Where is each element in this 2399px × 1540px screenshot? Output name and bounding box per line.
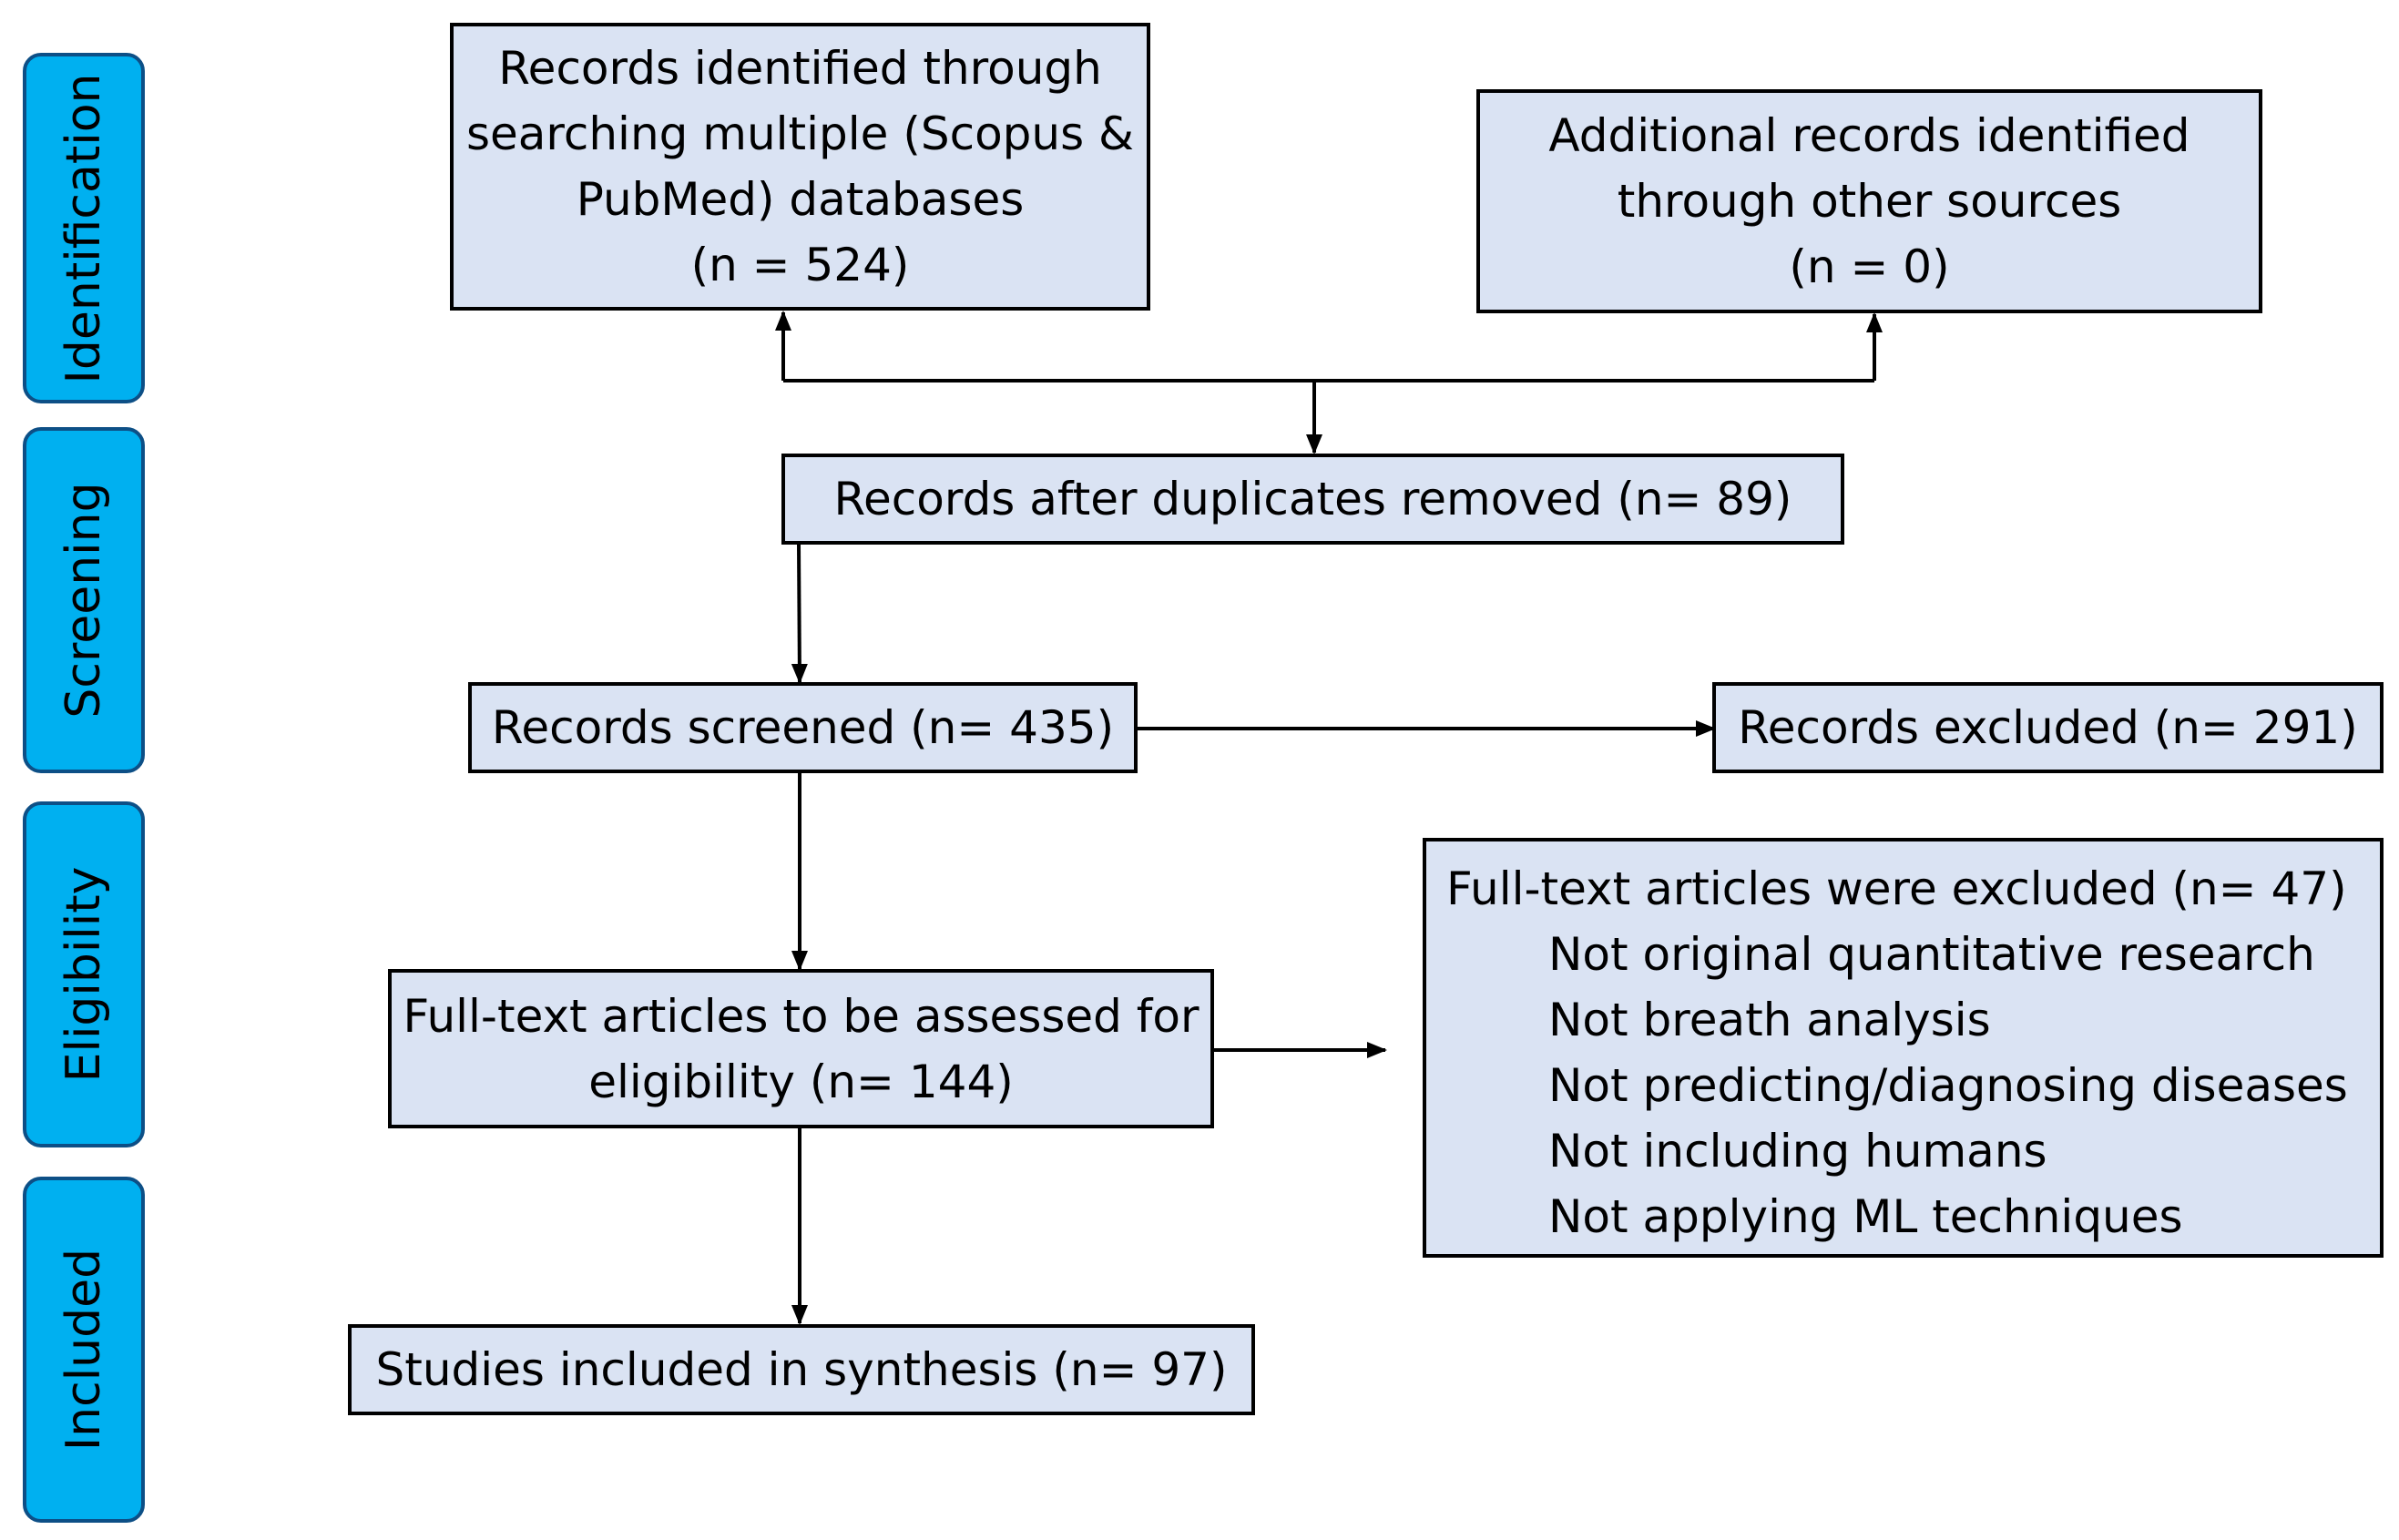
studies-included-box: Studies included in synthesis (n= 97) (348, 1324, 1255, 1415)
phase-screening: Screening (23, 427, 145, 773)
additional-records-line1: Additional records identified (1548, 109, 2190, 162)
exclusion-reason: Not including humans (1548, 1125, 2047, 1178)
additional-records-count: (n = 0) (1789, 240, 1950, 293)
full-text-excluded-box: Full-text articles were excluded (n= 47)… (1423, 838, 2384, 1258)
after-duplicates-box: Records after duplicates removed (n= 89) (781, 454, 1844, 545)
phase-identification: Identification (23, 53, 145, 403)
after-duplicates-text: Records after duplicates removed (n= 89) (833, 473, 1792, 525)
exclusion-reason: Not predicting/diagnosing diseases (1548, 1059, 2348, 1112)
arrow-to-screened (791, 544, 808, 684)
exclusion-reason: Not original quantitative research (1548, 928, 2315, 981)
studies-included-text: Studies included in synthesis (n= 97) (375, 1343, 1228, 1396)
records-identified-line1: Records identified through (498, 42, 1102, 95)
phase-included: Included (23, 1177, 145, 1523)
records-identified-line3: PubMed) databases (576, 173, 1025, 226)
full-text-excluded-heading: Full-text articles were excluded (n= 47) (1446, 862, 2347, 915)
records-excluded-text: Records excluded (n= 291) (1738, 701, 2358, 754)
full-text-box: Full-text articles to be assessed for el… (388, 969, 1214, 1128)
full-text-line2: eligibility (n= 144) (588, 1055, 1014, 1108)
additional-records-box: Additional records identified through ot… (1476, 89, 2262, 313)
records-screened-box: Records screened (n= 435) (468, 682, 1138, 773)
full-text-line1: Full-text articles to be assessed for (403, 989, 1200, 1043)
records-identified-line2: searching multiple (Scopus & (465, 107, 1135, 160)
records-identified-box: Records identified through searching mul… (450, 23, 1150, 311)
records-excluded-box: Records excluded (n= 291) (1712, 682, 2384, 773)
phase-eligibility: Eligibility (23, 801, 145, 1147)
records-identified-count: (n = 524) (690, 239, 910, 291)
additional-records-line2: through other sources (1617, 175, 2122, 228)
records-screened-text: Records screened (n= 435) (491, 701, 1115, 754)
exclusion-reason: Not breath analysis (1548, 994, 1991, 1046)
exclusion-reason: Not applying ML techniques (1548, 1190, 2183, 1243)
